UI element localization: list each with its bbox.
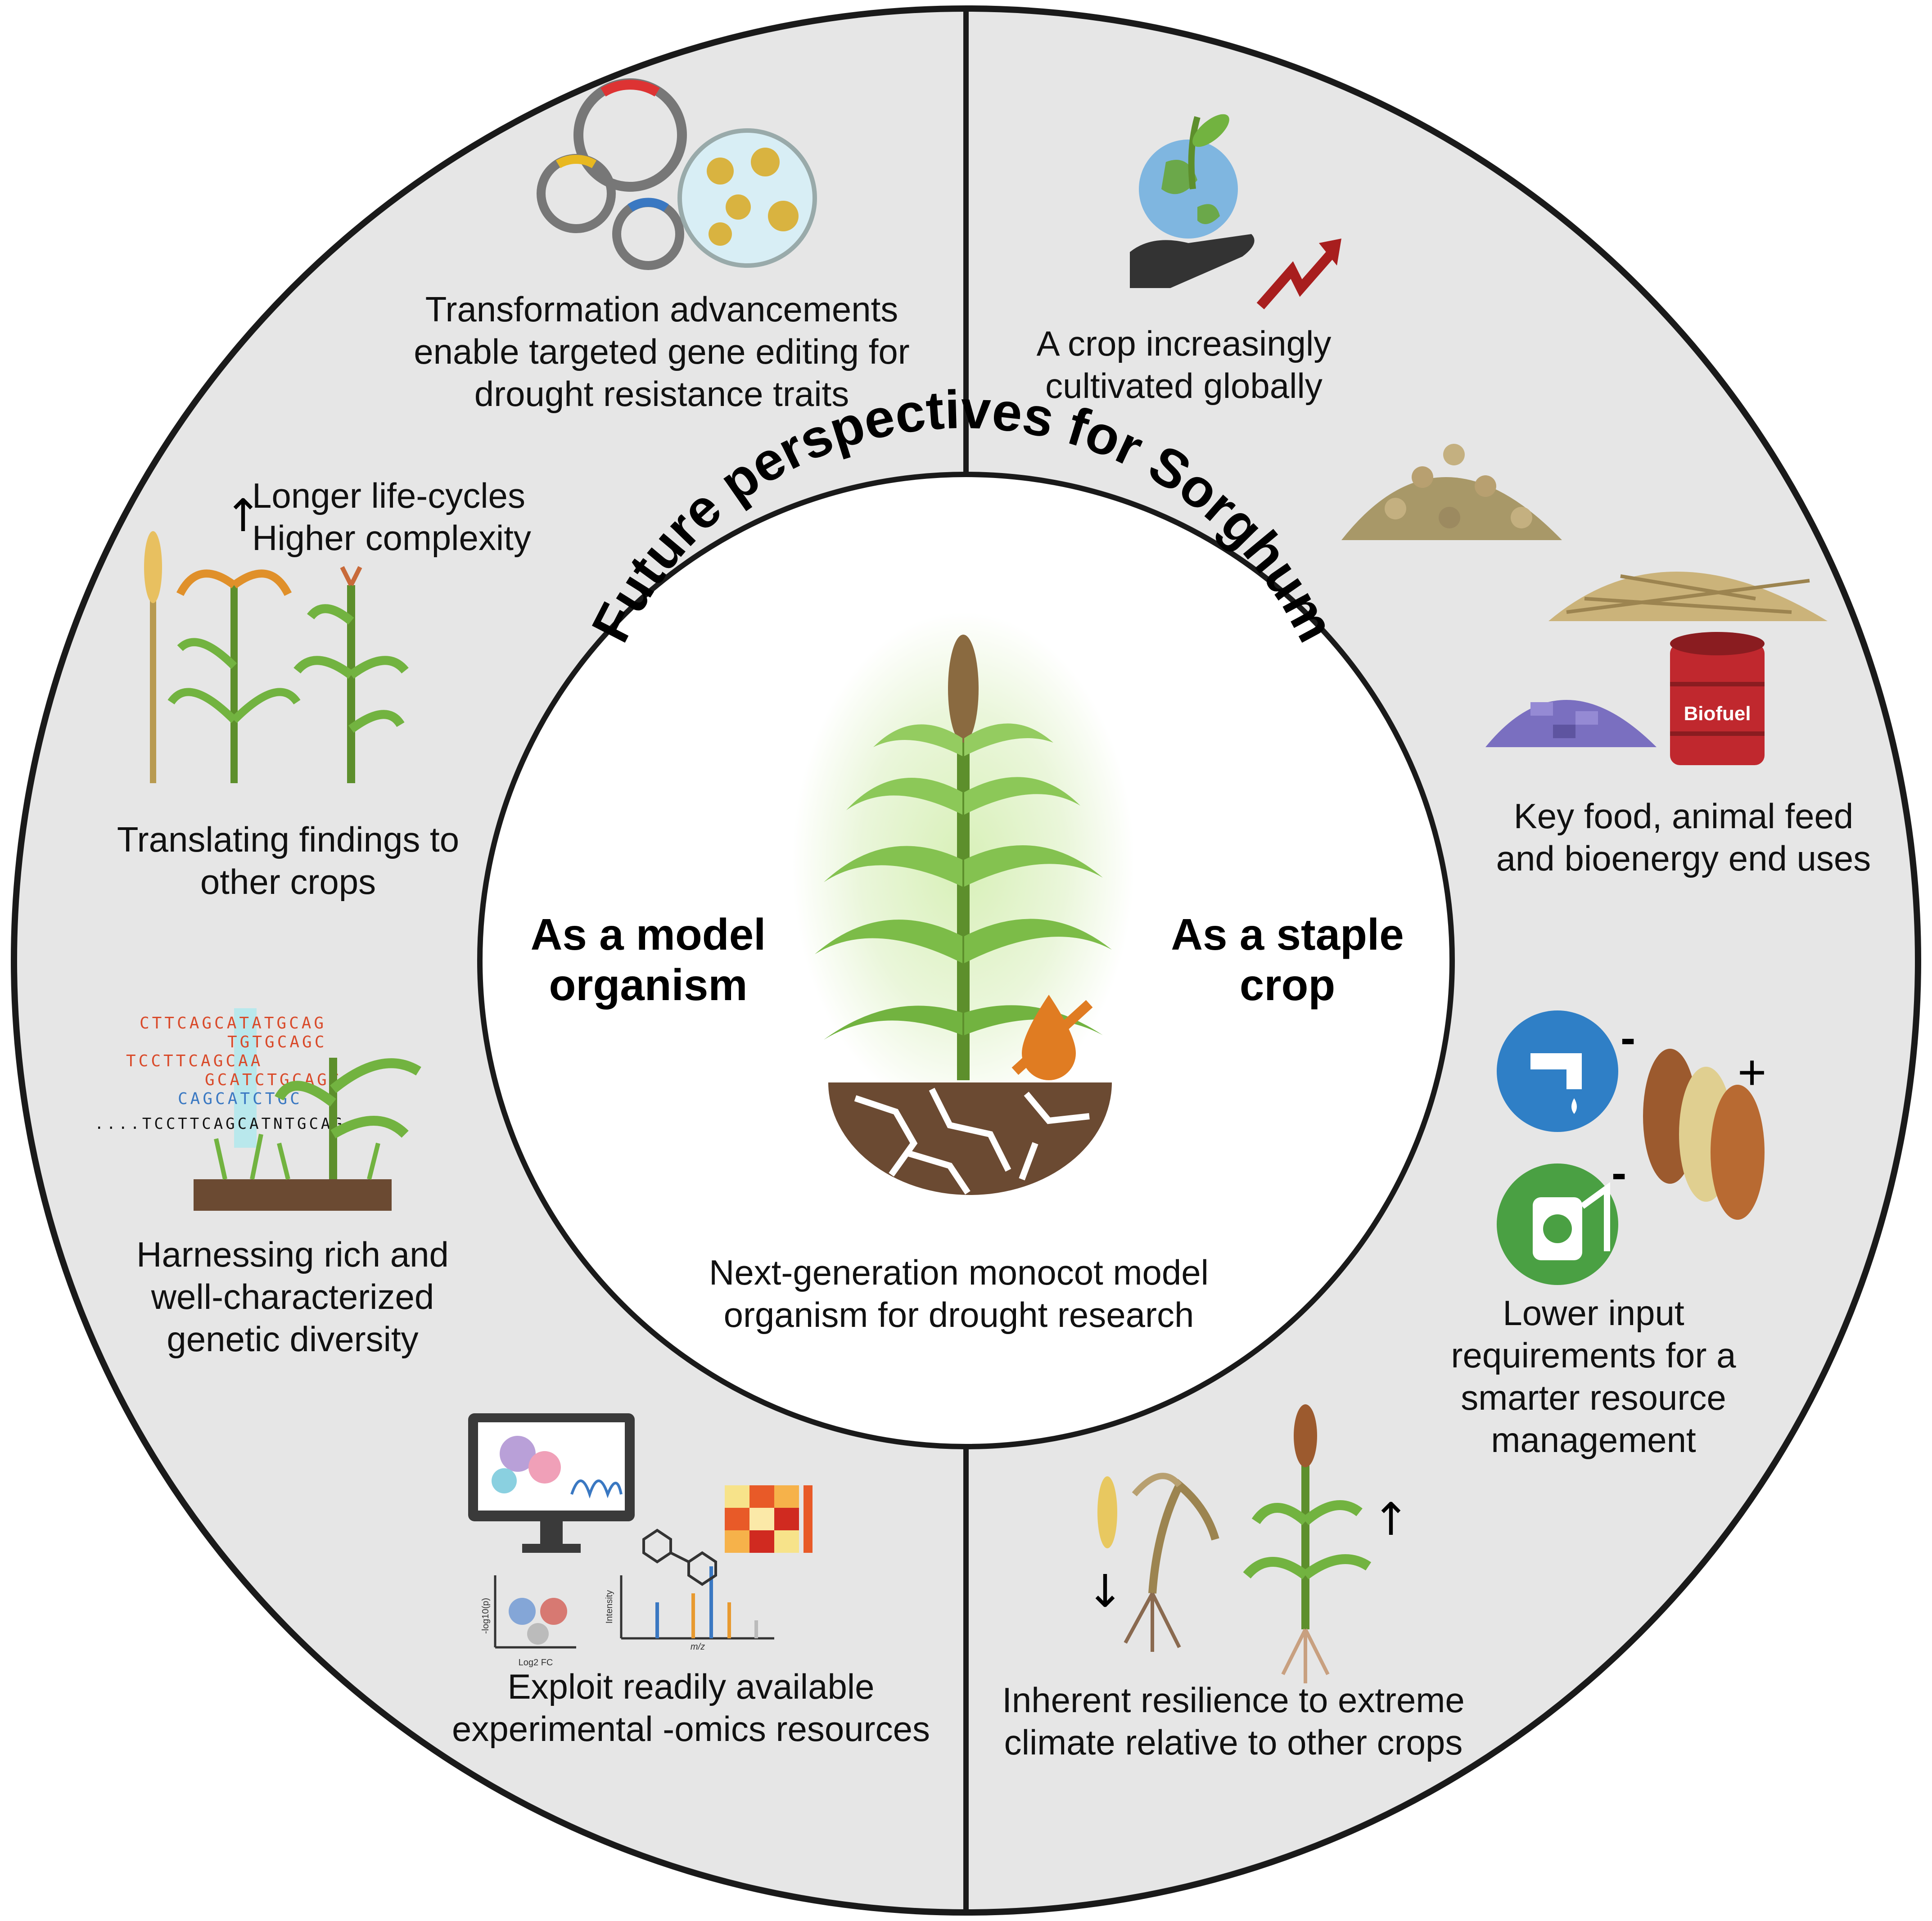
lower-input-label: Lower input requirements for a smarter r… [1451,1293,1736,1460]
molecule-icon [642,1529,717,1586]
genetic-diversity-label: Harnessing rich and well-characterized g… [136,1235,449,1359]
soil-bowl-icon [828,1082,1112,1195]
sorghum-plant-icon [792,612,1134,1116]
decline-down-arrow: ↓ [1086,1565,1124,1618]
dna-sequence-block: CTTCAGCATATGCAG TGTGCAGC TCCTTCAGCAA GCA… [95,1008,345,1148]
growth-arrow-icon [1256,239,1341,310]
wilted-plant-icon [1097,1473,1219,1652]
straw-pile-icon [1548,572,1828,621]
volcano-plot-icon: Log2 FC -log10(p) [481,1575,576,1668]
plasmid-icon [537,78,687,270]
center-caption: Next-generation monocot model organism f… [709,1253,1209,1335]
healthy-plant-icon [1243,1404,1372,1683]
resilience-label: Inherent resilience to extreme climate r… [1002,1680,1465,1762]
pellet-pile-icon [1485,700,1657,747]
biofuel-label: Biofuel [1684,703,1751,725]
yield-plus-sign: + [1738,1045,1766,1100]
crops-trio-icon [144,531,409,783]
dna-line: GCATCTGCAGC [205,1071,342,1089]
spectrum-x-label: m/z [691,1642,705,1652]
heatmap-icon [725,1485,813,1553]
water-minus-sign: - [1621,1013,1635,1063]
volcano-x-label: Log2 FC [519,1658,553,1668]
biofuel-barrel-icon: Biofuel [1670,632,1765,765]
improve-up-arrow: ↑ [1372,1493,1410,1546]
dna-line: TGTGCAGC [227,1033,327,1051]
dna-line: TCCTTCAGCAA [126,1052,263,1070]
globe-hand-icon [1130,114,1255,288]
sorghum-panicle-icon [1643,1049,1765,1220]
spray-minus-sign: - [1612,1148,1626,1198]
transformation-label: Transformation advancements enable targe… [414,289,910,414]
pesticide-sprayer-icon [1497,1163,1618,1285]
life-cycles-label: Longer life-cycles Higher complexity [252,476,531,558]
spectrum-y-label: Intensity [605,1590,614,1623]
volcano-y-label: -log10(p) [481,1598,491,1634]
complexity-up-arrow: ↑ [224,489,262,542]
translating-label: Translating findings to other crops [117,820,460,902]
right-heading: As a staple crop [1171,910,1404,1010]
dna-line: ....TCCTTCAGCATNTGCAG [95,1115,345,1133]
petri-dish-icon [677,128,817,268]
dna-line: CTTCAGCATATGCAG [140,1014,326,1033]
water-tap-icon [1497,1010,1618,1132]
no-water-drop-icon [1011,995,1093,1080]
left-heading: As a model organism [530,910,766,1010]
grain-pile-icon [1341,444,1562,540]
omics-label: Exploit readily available experimental -… [451,1667,930,1749]
end-uses-label: Key food, animal feed and bioenergy end … [1496,796,1871,878]
computer-monitor-icon [468,1413,635,1553]
seedling-soil-icon [194,1058,421,1211]
cultivated-label: A crop increasingly cultivated globally [1036,324,1332,406]
